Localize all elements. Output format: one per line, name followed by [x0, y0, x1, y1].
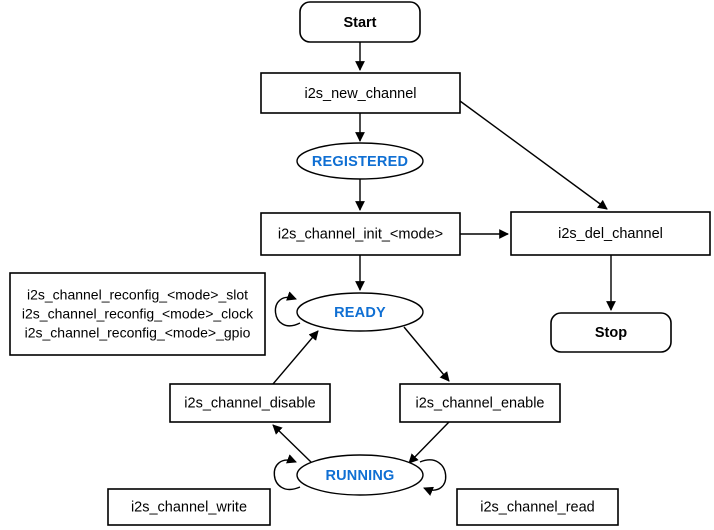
edge-new-channel-to-del-channel — [459, 100, 608, 210]
running-shape — [296, 454, 424, 496]
node-channel-read[interactable]: i2s_channel_read — [456, 488, 619, 526]
edge-channel-enable-to-running — [408, 421, 450, 464]
node-channel-enable[interactable]: i2s_channel_enable — [399, 383, 561, 423]
channel-init-shape — [260, 212, 461, 256]
start-shape — [299, 1, 421, 43]
node-reconfig[interactable]: i2s_channel_reconfig_<mode>_slot i2s_cha… — [9, 272, 266, 356]
channel-disable-shape — [169, 383, 331, 423]
del-channel-shape — [510, 211, 711, 256]
channel-read-label: i2s_channel_read — [480, 499, 594, 515]
reconfig-label-gpio: i2s_channel_reconfig_<mode>_gpio — [25, 325, 251, 341]
channel-write-shape — [107, 488, 271, 526]
edge-ready-to-channel-enable — [403, 326, 450, 382]
edges-layer — [272, 42, 616, 496]
stop-shape — [550, 312, 672, 353]
channel-disable-label: i2s_channel_disable — [184, 395, 315, 411]
node-channel-disable[interactable]: i2s_channel_disable — [169, 383, 331, 423]
node-state-registered[interactable]: REGISTERED — [296, 142, 424, 180]
edge-running-to-channel-disable — [272, 424, 313, 464]
node-start[interactable]: Start — [299, 1, 421, 43]
self-loop-ready-reconfig — [274, 291, 301, 327]
reconfig-label-slot: i2s_channel_reconfig_<mode>_slot — [27, 287, 248, 303]
node-stop[interactable]: Stop — [550, 312, 672, 353]
node-state-ready[interactable]: READY — [296, 292, 424, 332]
ready-label: READY — [334, 305, 386, 321]
registered-shape — [296, 142, 424, 180]
self-loop-running-read — [419, 459, 447, 496]
stop-label: Stop — [595, 325, 627, 341]
ready-shape — [296, 292, 424, 332]
reconfig-shape — [9, 272, 266, 356]
node-new-channel[interactable]: i2s_new_channel — [260, 72, 461, 114]
self-loop-running-write — [273, 454, 301, 491]
new-channel-shape — [260, 72, 461, 114]
node-state-running[interactable]: RUNNING — [296, 454, 424, 496]
running-label: RUNNING — [325, 468, 394, 484]
start-label: Start — [343, 15, 376, 31]
channel-init-label: i2s_channel_init_<mode> — [278, 226, 443, 242]
node-del-channel[interactable]: i2s_del_channel — [510, 211, 711, 256]
channel-write-label: i2s_channel_write — [131, 499, 247, 515]
registered-label: REGISTERED — [312, 154, 408, 170]
node-channel-write[interactable]: i2s_channel_write — [107, 488, 271, 526]
new-channel-label: i2s_new_channel — [304, 86, 416, 102]
channel-enable-label: i2s_channel_enable — [416, 395, 545, 411]
channel-read-shape — [456, 488, 619, 526]
edge-channel-disable-to-ready — [272, 330, 319, 385]
reconfig-label-clock: i2s_channel_reconfig_<mode>_clock — [22, 306, 254, 322]
del-channel-label: i2s_del_channel — [558, 226, 663, 242]
node-channel-init[interactable]: i2s_channel_init_<mode> — [260, 212, 461, 256]
channel-enable-shape — [399, 383, 561, 423]
